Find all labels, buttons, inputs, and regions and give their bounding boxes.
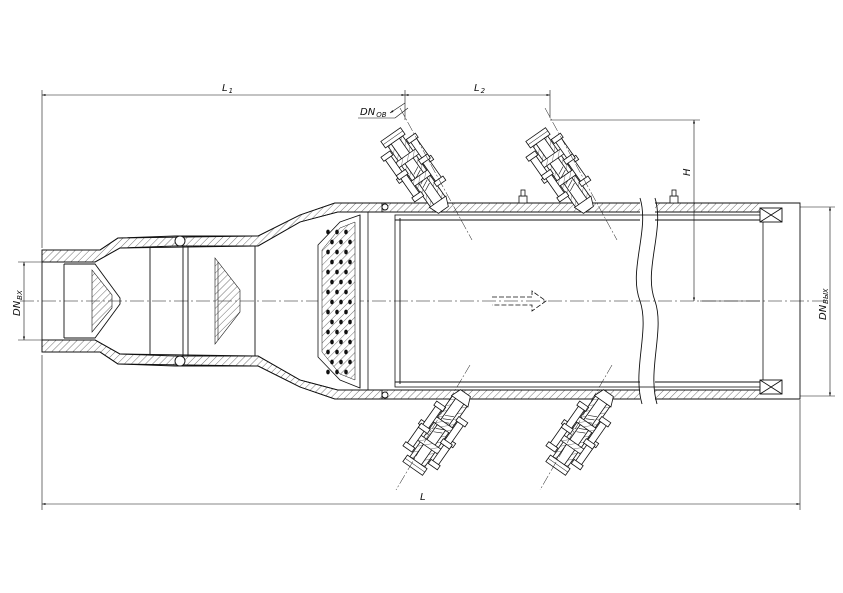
- perforation-hole: [348, 339, 352, 345]
- dim-label-H: H: [682, 168, 693, 176]
- perforation-hole: [344, 309, 348, 315]
- perforation-hole: [339, 339, 343, 345]
- perforation-hole: [326, 229, 330, 235]
- flush-nozzle-top-1: [380, 127, 449, 214]
- perforation-hole: [344, 349, 348, 355]
- perforation-hole: [330, 339, 334, 345]
- perforation-hole: [344, 269, 348, 275]
- flush-nozzle-bottom-2: [545, 389, 614, 476]
- perforation-hole: [326, 249, 330, 255]
- perforation-hole: [326, 329, 330, 335]
- vent-plugs: [518, 189, 679, 204]
- perforation-hole: [330, 239, 334, 245]
- perforation-hole: [335, 369, 339, 375]
- dim-label-DN-in: DNВХ: [12, 290, 24, 316]
- perforation-hole: [339, 359, 343, 365]
- perforation-hole: [330, 279, 334, 285]
- perforation-hole: [335, 309, 339, 315]
- flush-nozzle-bottom-1: [402, 389, 471, 476]
- dim-label-DN-out: DNВЫХ: [818, 288, 830, 320]
- perforation-hole: [348, 319, 352, 325]
- dim-label-DN-ob: DNОВ: [360, 107, 387, 119]
- flow-direction-arrow: [492, 290, 547, 312]
- inlet-section: [41, 202, 383, 400]
- perforation-hole: [330, 359, 334, 365]
- perforation-hole: [348, 239, 352, 245]
- perforation-hole: [335, 349, 339, 355]
- perforation-hole: [335, 329, 339, 335]
- perforation-hole: [326, 349, 330, 355]
- dim-label-L: L: [420, 492, 426, 503]
- perforation-hole: [344, 369, 348, 375]
- perforation-hole: [326, 309, 330, 315]
- flush-nozzle-top-2: [525, 127, 594, 214]
- perforation-hole: [348, 359, 352, 365]
- perforation-hole: [344, 329, 348, 335]
- perforation-hole: [344, 229, 348, 235]
- perforation-hole: [348, 299, 352, 305]
- perforation-hole: [330, 259, 334, 265]
- nozzle-axis-lines: [395, 107, 618, 491]
- perforation-hole: [344, 249, 348, 255]
- perforation-hole: [339, 239, 343, 245]
- perforation-hole: [335, 229, 339, 235]
- perforation-hole: [330, 299, 334, 305]
- perforation-hole: [339, 279, 343, 285]
- perforation-hole: [339, 299, 343, 305]
- dim-label-L1: L1: [222, 83, 233, 95]
- perforation-hole: [326, 269, 330, 275]
- perforation-hole: [339, 319, 343, 325]
- perforation-hole: [326, 369, 330, 375]
- perforation-hole: [339, 259, 343, 265]
- perforation-hole: [335, 289, 339, 295]
- perforation-hole: [330, 319, 334, 325]
- perforation-hole: [344, 289, 348, 295]
- dimension-lines: [18, 90, 835, 510]
- inlet-screen: [91, 257, 241, 345]
- perforation-hole: [348, 259, 352, 265]
- dim-label-L2: L2: [474, 83, 486, 95]
- filter-perforations: [326, 229, 352, 375]
- perforation-hole: [335, 249, 339, 255]
- perforation-hole: [326, 289, 330, 295]
- perforation-hole: [335, 269, 339, 275]
- perforation-hole: [348, 279, 352, 285]
